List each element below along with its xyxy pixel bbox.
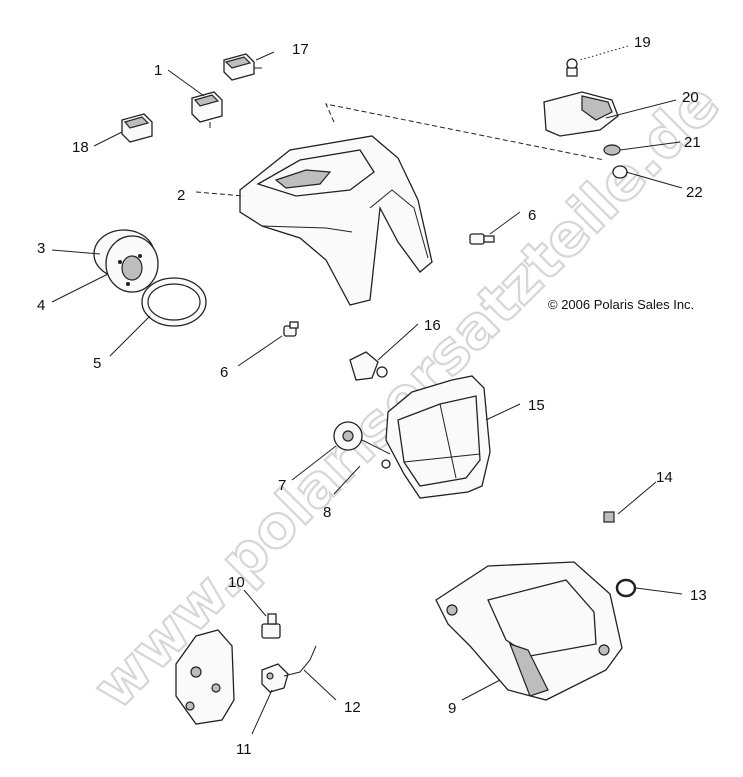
- callout-9: 9: [448, 700, 456, 717]
- part-22-nut: [612, 165, 628, 179]
- callout-2: 2: [177, 187, 185, 204]
- part-15-headlight: [385, 375, 491, 499]
- callout-5: 5: [93, 355, 101, 372]
- part-14-clip: [603, 511, 615, 523]
- callout-6-upper: 6: [528, 207, 536, 224]
- callout-16: 16: [424, 317, 441, 334]
- part-13-grommet: [615, 578, 637, 598]
- part-1-switch: [191, 91, 223, 128]
- part-9-lower-housing: [435, 561, 623, 701]
- part-5-gauge-ring: [141, 277, 207, 327]
- callout-1: 1: [154, 62, 162, 79]
- callout-4: 4: [37, 297, 45, 314]
- callout-13: 13: [690, 587, 707, 604]
- callout-21: 21: [684, 134, 701, 151]
- part-18-switch: [121, 113, 153, 143]
- callout-11: 11: [236, 741, 252, 758]
- callout-14: 14: [656, 469, 673, 486]
- callout-7: 7: [278, 477, 286, 494]
- part-7-adjuster-gear: [333, 421, 391, 455]
- callout-22: 22: [686, 184, 703, 201]
- callout-19: 19: [634, 34, 651, 51]
- part-19-screw: [566, 58, 578, 77]
- part-20-cover: [543, 91, 619, 137]
- part-3-4-gauge: [93, 229, 159, 293]
- part-12-wire: [283, 645, 317, 677]
- part-6-bolt-upper: [469, 233, 495, 245]
- part-11-sensor: [261, 663, 289, 693]
- part-8-screw: [381, 459, 391, 469]
- part-21-washer: [603, 144, 621, 156]
- watermark-text: www.polarisersatzteile.de: [80, 70, 732, 722]
- part-17-switch: [223, 53, 262, 81]
- part-6-bolt-lower: [283, 321, 299, 337]
- callout-18: 18: [72, 139, 89, 156]
- callout-17: 17: [292, 41, 309, 58]
- callout-numbers: 1 17 18 2 3 4 5 6 6 16 15 7 8 14 13 9 10…: [37, 34, 707, 758]
- callout-3: 3: [37, 240, 45, 257]
- callout-8: 8: [323, 504, 331, 521]
- callout-20: 20: [682, 89, 699, 106]
- part-10-bolt: [261, 613, 281, 639]
- callout-10: 10: [228, 574, 245, 591]
- callout-12: 12: [344, 699, 361, 716]
- copyright-text: © 2006 Polaris Sales Inc.: [548, 297, 694, 312]
- left-bracket-plate: [175, 629, 235, 725]
- callout-6-lower: 6: [220, 364, 228, 381]
- callout-15: 15: [528, 397, 545, 414]
- dashed-assembly-line: [325, 103, 605, 161]
- part-2-headlight-pod-cover: [239, 135, 433, 306]
- leader-lines: [51, 45, 683, 735]
- part-16-bulb-socket: [349, 351, 388, 381]
